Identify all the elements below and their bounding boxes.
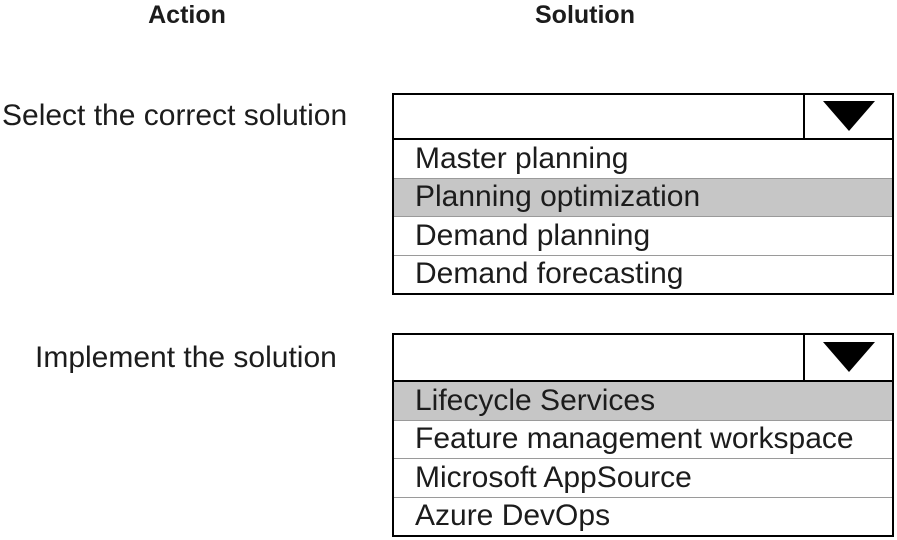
dropdown-selected-value[interactable] xyxy=(394,335,803,380)
dropdown-option-master-planning[interactable]: Master planning xyxy=(394,140,892,178)
caret-down-icon xyxy=(822,100,875,131)
dropdown-closed-row xyxy=(394,335,892,382)
implement-solution-dropdown: Lifecycle Services Feature management wo… xyxy=(392,333,894,537)
dropdown-closed-row xyxy=(394,95,892,140)
dropdown-option-feature-management-workspace[interactable]: Feature management workspace xyxy=(394,419,892,458)
action-column-header: Action xyxy=(148,1,226,29)
solution-column-header: Solution xyxy=(535,1,635,29)
dropdown-arrow-button[interactable] xyxy=(803,335,892,380)
dropdown-option-azure-devops[interactable]: Azure DevOps xyxy=(394,496,892,535)
dropdown-option-demand-planning[interactable]: Demand planning xyxy=(394,216,892,255)
dropdown-arrow-button[interactable] xyxy=(803,95,892,138)
dropdown-option-planning-optimization[interactable]: Planning optimization xyxy=(394,177,892,216)
dropdown-options-list: Master planning Planning optimization De… xyxy=(394,140,892,293)
dropdown-option-demand-forecasting[interactable]: Demand forecasting xyxy=(394,254,892,293)
action-label-select-solution: Select the correct solution xyxy=(2,99,348,132)
caret-down-icon xyxy=(822,341,875,372)
dropdown-option-microsoft-appsource[interactable]: Microsoft AppSource xyxy=(394,458,892,497)
dropdown-selected-value[interactable] xyxy=(394,95,803,138)
dropdown-option-lifecycle-services[interactable]: Lifecycle Services xyxy=(394,382,892,420)
dropdown-options-list: Lifecycle Services Feature management wo… xyxy=(394,382,892,535)
select-solution-dropdown: Master planning Planning optimization De… xyxy=(392,93,894,295)
action-label-implement-solution: Implement the solution xyxy=(35,341,337,374)
